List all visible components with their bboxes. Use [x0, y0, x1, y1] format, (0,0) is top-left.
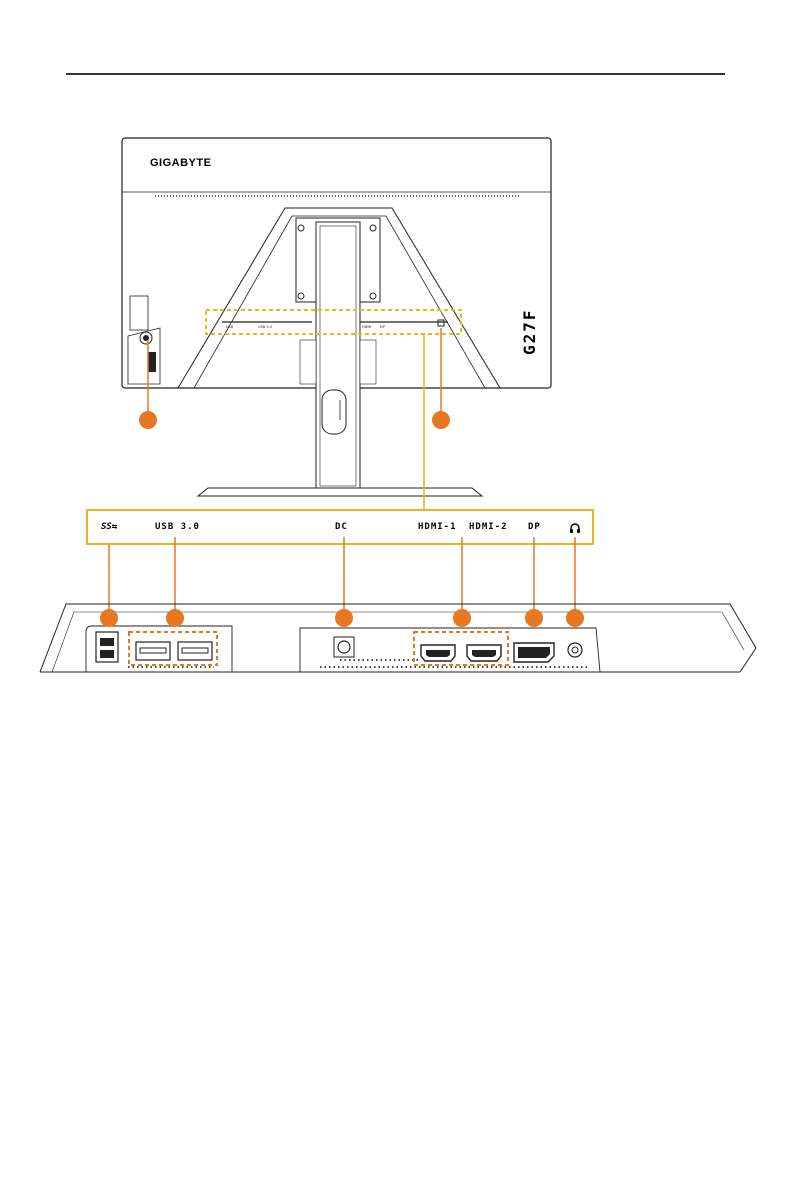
header-rule: [66, 73, 725, 75]
svg-text:DP: DP: [380, 325, 385, 329]
model-label: G27F: [520, 308, 539, 355]
usb-label: USB 3.0: [155, 522, 200, 532]
hdmi1-label: HDMI-1: [418, 522, 457, 532]
dp-label: DP: [528, 522, 541, 532]
port-label-bar: [86, 509, 594, 545]
svg-text:USB 3.0: USB 3.0: [258, 325, 272, 329]
dc-label: DC: [335, 522, 348, 532]
svg-text:USB: USB: [226, 325, 234, 329]
brand-logo: GIGABYTE: [150, 157, 212, 169]
usb-upstream-label: SS⇆: [101, 522, 118, 532]
svg-text:HDMI: HDMI: [362, 325, 371, 329]
hdmi2-label: HDMI-2: [469, 522, 508, 532]
headphone-icon: [569, 519, 581, 533]
callout-circle-right: [432, 411, 450, 429]
callout-circle-left: [139, 411, 157, 429]
